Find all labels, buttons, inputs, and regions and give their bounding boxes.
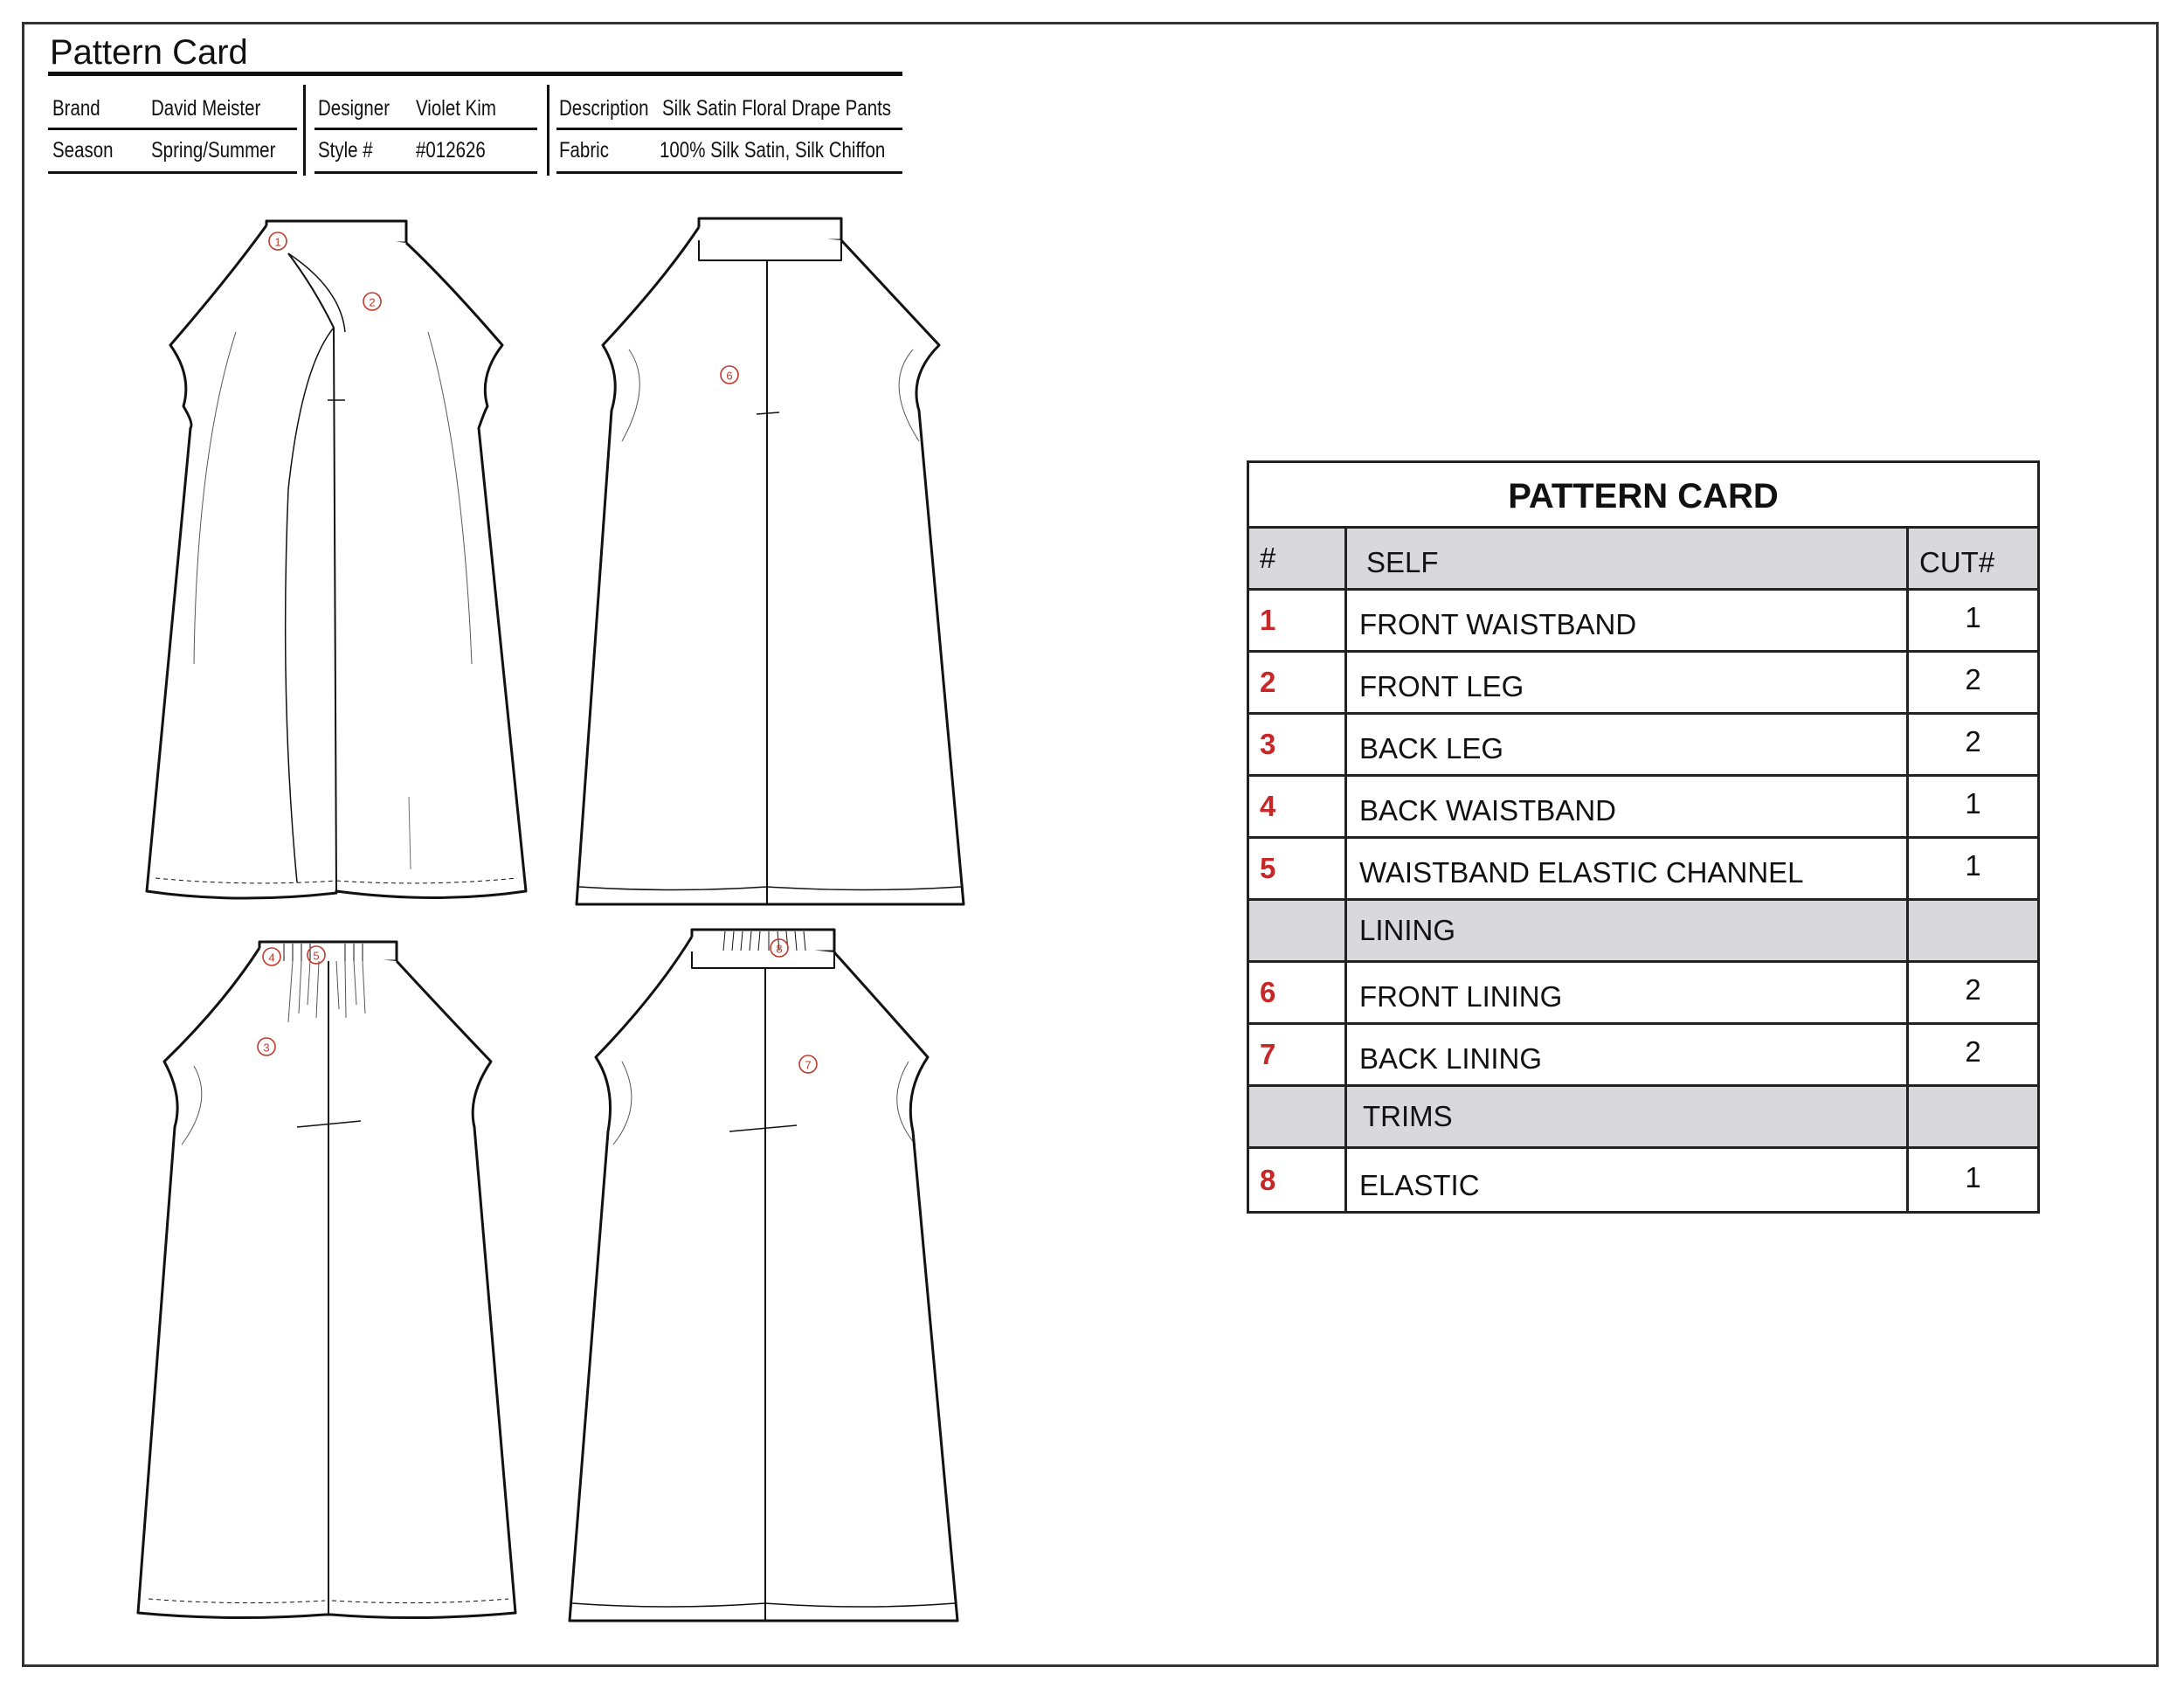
table-row: 7 BACK LINING 2: [1249, 1025, 2037, 1087]
pattern-card-title: PATTERN CARD: [1249, 463, 2037, 529]
garment-sketches: 1 2 3 4 5 6 7 8: [136, 217, 965, 1622]
fabric-value: 100% Silk Satin, Silk Chiffon: [660, 138, 886, 163]
page-frame: [22, 22, 2159, 1667]
callout-2-marker: [363, 292, 382, 311]
cut-count: 2: [1965, 725, 1981, 758]
section-label: LINING: [1347, 901, 1909, 960]
cut-count: 2: [1965, 1035, 1981, 1068]
header-rule: [48, 171, 297, 174]
callout-6-marker: [720, 365, 739, 384]
cut-count: 1: [1965, 1160, 1981, 1193]
header-rule: [314, 128, 537, 130]
style-label: Style #: [318, 138, 373, 163]
header-rule: [48, 128, 297, 130]
callout-1: 1: [274, 236, 280, 249]
table-row: 6 FRONT LINING 2: [1249, 963, 2037, 1025]
section-label: TRIMS: [1347, 1087, 1909, 1146]
cut-count: 1: [1965, 849, 1981, 882]
back-view-sketch: [575, 217, 965, 906]
table-row: 1 FRONT WAISTBAND 1: [1249, 591, 2037, 653]
col-header-self: SELF: [1347, 529, 1909, 588]
piece-name: WAISTBAND ELASTIC CHANNEL: [1347, 839, 1909, 898]
cut-count: 1: [1965, 601, 1981, 633]
piece-name: ELASTIC: [1347, 1149, 1909, 1211]
description-label: Description: [559, 96, 649, 121]
col-header-number: #: [1249, 529, 1347, 588]
fabric-label: Fabric: [559, 138, 609, 163]
row-number: 8: [1249, 1149, 1347, 1211]
designer-value: Violet Kim: [416, 96, 496, 121]
table-row: 5 WAISTBAND ELASTIC CHANNEL 1: [1249, 839, 2037, 901]
table-row: 4 BACK WAISTBAND 1: [1249, 777, 2037, 839]
row-number: 5: [1249, 839, 1347, 898]
brand-value: David Meister: [151, 96, 261, 121]
callout-4: 4: [268, 951, 274, 965]
callout-3: 3: [263, 1041, 269, 1055]
section-row-lining: LINING: [1249, 901, 2037, 963]
callout-7-marker: [798, 1055, 818, 1074]
callout-7: 7: [805, 1059, 811, 1072]
callout-6: 6: [726, 370, 732, 383]
callout-2: 2: [369, 296, 375, 309]
cut-count: 1: [1965, 787, 1981, 820]
piece-name: FRONT LINING: [1347, 963, 1909, 1022]
cut-count: 2: [1965, 663, 1981, 695]
section-row-trims: TRIMS: [1249, 1087, 2037, 1149]
row-number: 1: [1249, 591, 1347, 650]
row-number: 6: [1249, 963, 1347, 1022]
callout-5-marker: [307, 945, 326, 965]
table-header-row: # SELF CUT#: [1249, 529, 2037, 591]
row-number: 4: [1249, 777, 1347, 836]
table-row: 8 ELASTIC 1: [1249, 1149, 2037, 1211]
style-value: #012626: [416, 138, 486, 163]
title-rule: [48, 72, 902, 76]
piece-name: BACK WAISTBAND: [1347, 777, 1909, 836]
row-number: 2: [1249, 653, 1347, 712]
piece-name: BACK LINING: [1347, 1025, 1909, 1084]
season-label: Season: [52, 138, 114, 163]
row-number: 7: [1249, 1025, 1347, 1084]
header-divider: [547, 85, 549, 176]
cut-count: 2: [1965, 973, 1981, 1006]
designer-label: Designer: [318, 96, 390, 121]
page-title: Pattern Card: [50, 33, 248, 72]
front-lining-sketch: [568, 928, 959, 1622]
table-row: 2 FRONT LEG 2: [1249, 653, 2037, 715]
callout-4-marker: [262, 947, 281, 966]
callout-8: 8: [776, 943, 782, 956]
piece-name: BACK LEG: [1347, 715, 1909, 774]
header-rule: [556, 171, 902, 174]
callout-5: 5: [313, 950, 319, 963]
pattern-card-table: PATTERN CARD # SELF CUT# 1 FRONT WAISTBA…: [1247, 460, 2040, 1214]
piece-name: FRONT LEG: [1347, 653, 1909, 712]
header-rule: [556, 128, 902, 130]
callout-3-marker: [257, 1037, 276, 1056]
col-header-cut: CUT#: [1909, 529, 2037, 588]
callout-8-marker: [770, 938, 789, 958]
front-view-sketch: [145, 219, 528, 900]
season-value: Spring/Summer: [151, 138, 276, 163]
brand-label: Brand: [52, 96, 100, 121]
header-rule: [314, 171, 537, 174]
back-lining-sketch: [136, 940, 517, 1620]
piece-name: FRONT WAISTBAND: [1347, 591, 1909, 650]
header-divider: [303, 85, 306, 176]
row-number: 3: [1249, 715, 1347, 774]
table-row: 3 BACK LEG 2: [1249, 715, 2037, 777]
description-value: Silk Satin Floral Drape Pants: [662, 96, 892, 121]
callout-1-marker: [268, 232, 287, 251]
